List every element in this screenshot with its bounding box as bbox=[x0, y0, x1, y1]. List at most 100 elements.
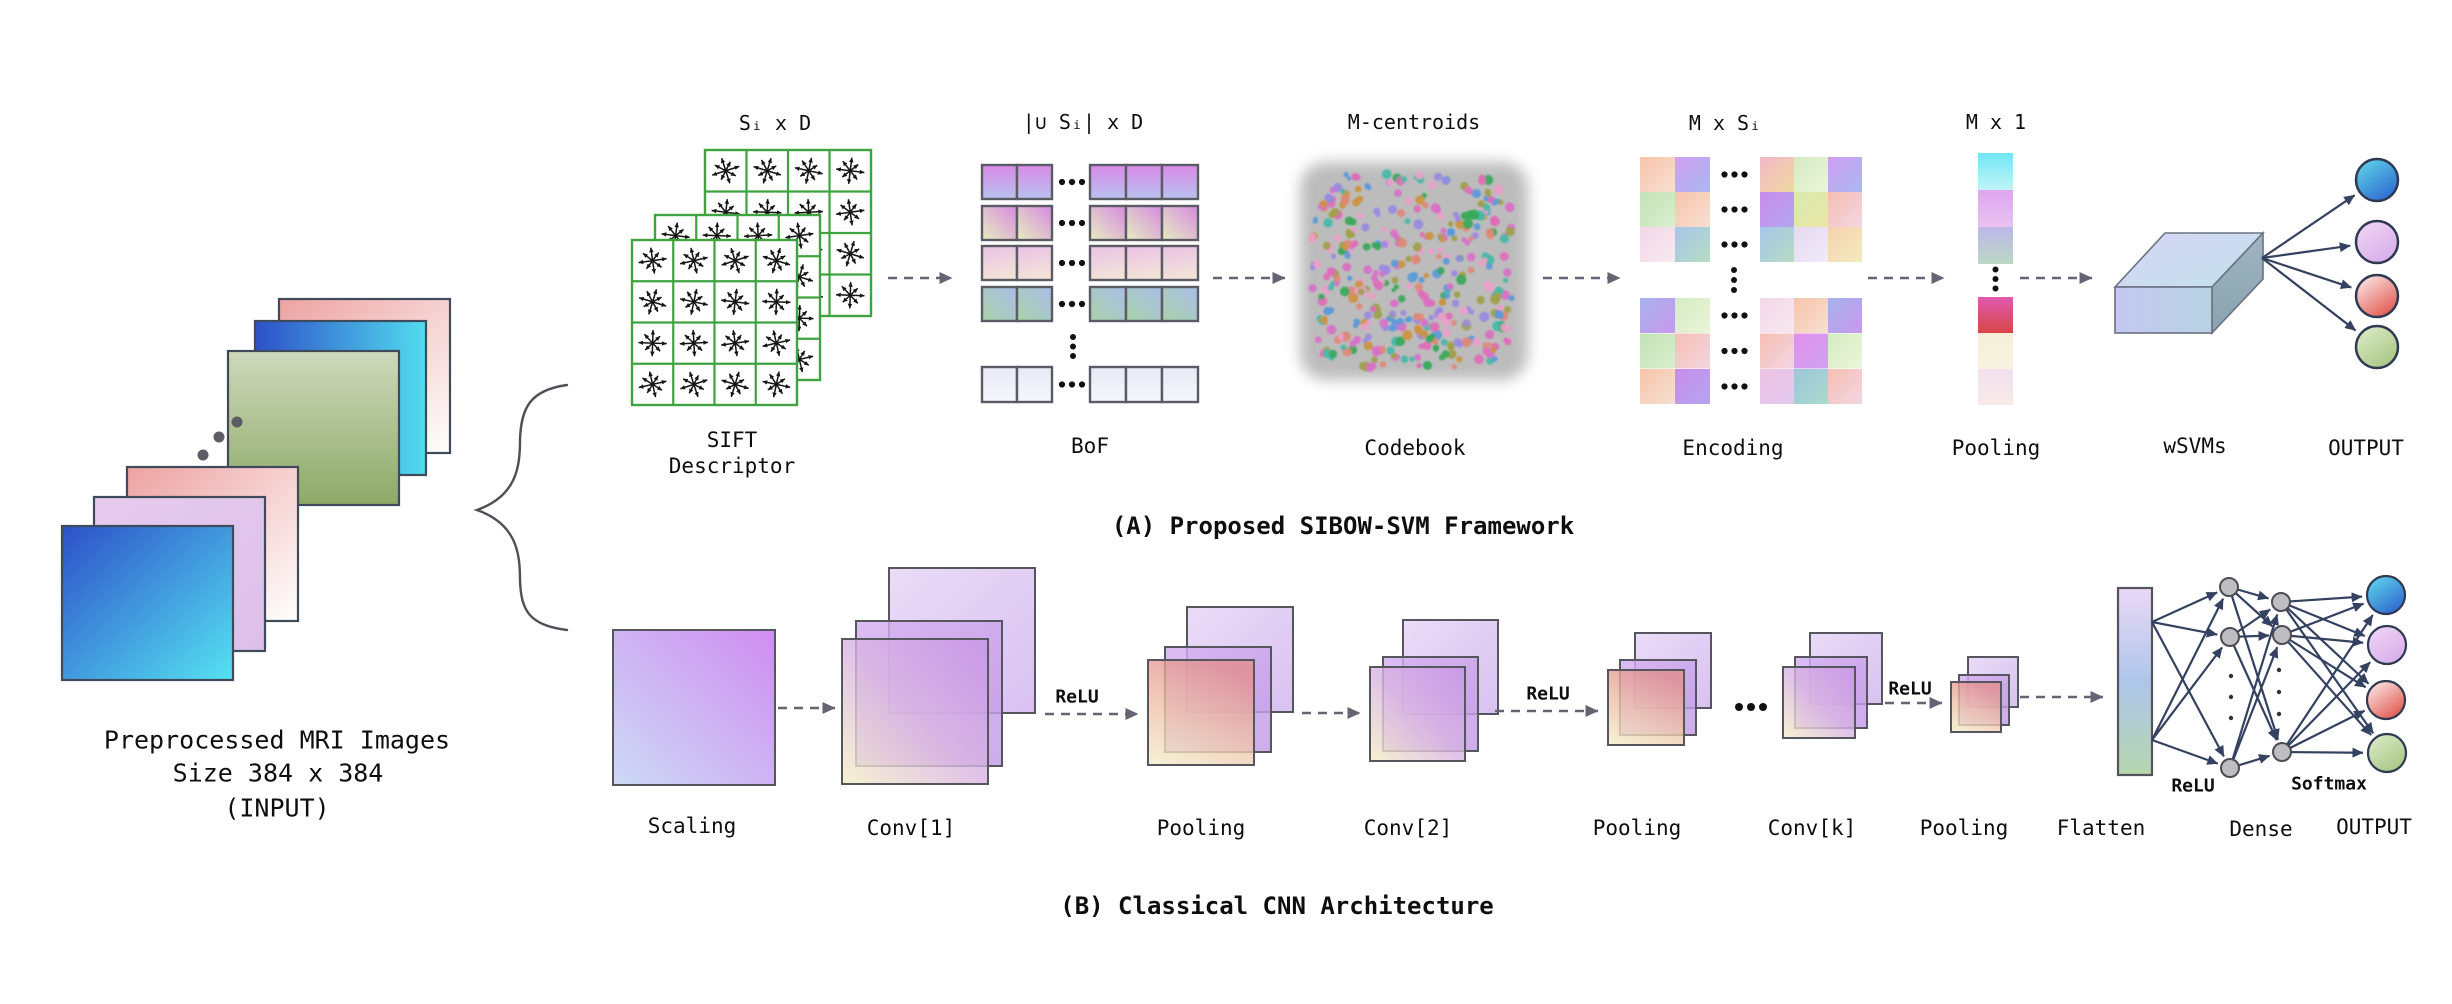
encoding-cell bbox=[1760, 192, 1794, 227]
ellipsis-dot bbox=[1721, 206, 1728, 213]
codebook-dot bbox=[1487, 342, 1492, 347]
codebook-dot bbox=[1392, 300, 1399, 307]
codebook-dot bbox=[1363, 341, 1373, 351]
bof-cell bbox=[980, 204, 1019, 242]
ellipsis-dot bbox=[1068, 219, 1076, 227]
codebook-dot bbox=[1437, 267, 1445, 275]
codebook-dot bbox=[1380, 240, 1389, 249]
input-label-line1: Preprocessed MRI Images bbox=[103, 725, 451, 755]
codebook-dot bbox=[1447, 344, 1455, 351]
bof-matrix bbox=[980, 163, 1200, 404]
codebook-dot bbox=[1352, 322, 1359, 329]
codebook-dot bbox=[1398, 295, 1406, 303]
codebook-dot bbox=[1378, 264, 1387, 272]
codebook-dot bbox=[1484, 329, 1495, 340]
nn-edge-arrow bbox=[2280, 592, 2363, 604]
codebook-dot bbox=[1314, 336, 1322, 344]
nn-edge-arrow bbox=[2151, 646, 2224, 741]
flatten-caption: Flatten bbox=[2056, 816, 2146, 840]
codebook-dot bbox=[1372, 269, 1379, 276]
codebook-dot bbox=[1391, 288, 1396, 293]
ellipsis-dot bbox=[1721, 383, 1728, 390]
vertical-ellipsis-dot bbox=[1070, 334, 1076, 340]
codebook-dot bbox=[1483, 281, 1492, 289]
codebook-dot bbox=[1342, 243, 1349, 251]
codebook-dot bbox=[1451, 299, 1460, 308]
encoding-cell bbox=[1760, 369, 1794, 404]
bof-cell bbox=[1015, 204, 1054, 242]
codebook-dot bbox=[1343, 171, 1349, 178]
nn-edge-arrow bbox=[2227, 586, 2280, 741]
flatten-layer bbox=[2116, 586, 2154, 777]
codebook-dot bbox=[1369, 362, 1377, 370]
codebook-dot bbox=[1451, 235, 1458, 242]
bof-cell bbox=[1124, 285, 1164, 323]
output-classes-b bbox=[2365, 574, 2408, 774]
codebook-dot bbox=[1364, 311, 1372, 320]
dense-network bbox=[2151, 577, 2375, 778]
codebook-dot bbox=[1405, 255, 1412, 262]
codebook-dot bbox=[1386, 178, 1394, 187]
pipeline-a-title: (A) Proposed SIBOW-SVM Framework bbox=[1111, 512, 1575, 540]
codebook-dot bbox=[1462, 218, 1474, 230]
dense-ellipsis-dot bbox=[2228, 673, 2234, 679]
codebook-dot bbox=[1394, 189, 1402, 197]
bof-cell bbox=[980, 163, 1019, 201]
vertical-ellipsis-dot bbox=[1731, 267, 1737, 273]
codebook-dot bbox=[1375, 211, 1381, 218]
encoding-cell bbox=[1794, 192, 1828, 227]
ellipsis-dot bbox=[1741, 312, 1748, 319]
nn-edge-arrow bbox=[2280, 601, 2370, 685]
bof-cell bbox=[1124, 365, 1164, 404]
codebook-dot bbox=[1503, 305, 1512, 314]
codebook-dot bbox=[1423, 273, 1429, 279]
codebook-dot bbox=[1357, 288, 1365, 296]
codebook-dot bbox=[1467, 266, 1475, 274]
encoding-cell bbox=[1640, 227, 1675, 262]
codebook-dot bbox=[1356, 212, 1364, 220]
ellipsis-dot bbox=[1741, 171, 1748, 178]
ellipsis-dot bbox=[1721, 171, 1728, 178]
codebook-dot bbox=[1447, 221, 1454, 227]
codebook-dot bbox=[1400, 355, 1409, 363]
relu-dense-label: ReLU bbox=[2171, 775, 2215, 797]
codebook-dot bbox=[1401, 176, 1408, 183]
codebook-dot bbox=[1438, 299, 1445, 306]
codebook-dot bbox=[1328, 349, 1338, 359]
codebook-dot bbox=[1395, 336, 1406, 347]
codebook-dot bbox=[1503, 268, 1512, 277]
codebook-dot bbox=[1313, 259, 1322, 269]
codebook-dot bbox=[1456, 274, 1467, 285]
codebook-dot bbox=[1322, 273, 1331, 281]
codebook-dot bbox=[1502, 277, 1509, 284]
dense-node bbox=[2272, 742, 2292, 762]
codebook-dot bbox=[1485, 191, 1492, 198]
codebook-dot bbox=[1323, 218, 1333, 228]
codebook-dot bbox=[1445, 312, 1453, 320]
bof-cell bbox=[1015, 163, 1054, 201]
codebook-dot bbox=[1319, 317, 1325, 323]
feature-map-square bbox=[1782, 666, 1856, 739]
codebook-dot bbox=[1381, 226, 1388, 233]
output-class-circle bbox=[2366, 732, 2408, 774]
codebook-dot bbox=[1449, 350, 1457, 358]
codebook-dot bbox=[1503, 337, 1509, 344]
encoding-cell bbox=[1828, 157, 1862, 192]
codebook-dot bbox=[1366, 185, 1372, 191]
sift-caption-line1: SIFT bbox=[706, 428, 758, 452]
ellipsis-dot bbox=[1735, 703, 1743, 711]
codebook-dot bbox=[1326, 267, 1334, 275]
codebook-dot bbox=[1371, 307, 1377, 313]
bof-cell bbox=[1015, 285, 1054, 323]
codebook-dot bbox=[1437, 212, 1445, 220]
codebook-dot bbox=[1455, 255, 1463, 263]
output-class-circle bbox=[2354, 324, 2400, 370]
convk-caption: Conv[k] bbox=[1767, 816, 1857, 840]
codebook-dot bbox=[1409, 356, 1415, 362]
codebook-dot bbox=[1461, 337, 1472, 347]
codebook-dot bbox=[1428, 333, 1436, 340]
bof-cell bbox=[1160, 285, 1200, 323]
pooling2-caption: Pooling bbox=[1592, 816, 1682, 840]
codebook-dot bbox=[1404, 218, 1411, 225]
